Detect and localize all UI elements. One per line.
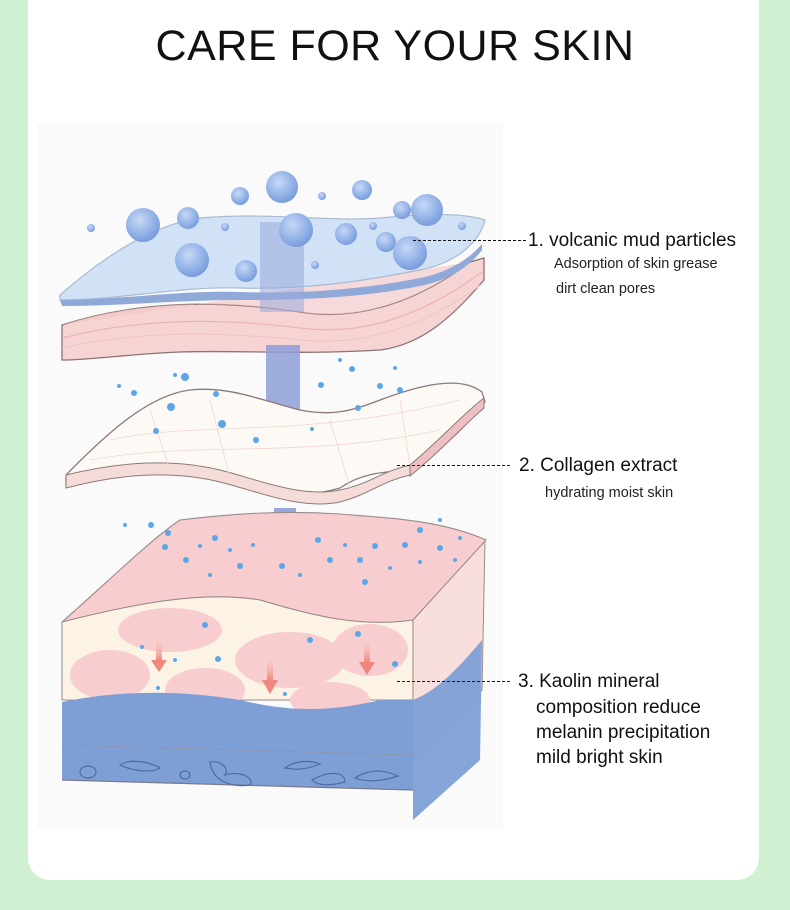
- annotation-1-line-2: dirt clean pores: [556, 281, 656, 297]
- bubble-icon: [87, 171, 466, 282]
- annotation-3-line-1: composition reduce: [536, 697, 701, 718]
- down-arrow-icon: [151, 640, 375, 694]
- leader-line-1: [413, 240, 526, 241]
- page-title: CARE FOR YOUR SKIN: [155, 22, 635, 70]
- annotation-2-heading: 2. Collagen extract: [519, 455, 678, 476]
- skin-cross-section: [61, 511, 487, 820]
- annotation-3-line-2: melanin precipitation: [536, 722, 711, 743]
- annotation-1-line-1: Adsorption of skin grease: [554, 256, 718, 272]
- annotation-3-heading: 3. Kaolin mineral: [518, 671, 660, 692]
- annotation-3-line-3: mild bright skin: [536, 747, 663, 768]
- leader-line-2: [397, 465, 510, 466]
- mud-bubble-layer: [59, 171, 486, 312]
- annotation-1-heading: 1. volcanic mud particles: [528, 230, 737, 251]
- leader-line-3: [397, 681, 510, 682]
- droplet-group: [117, 358, 403, 443]
- collagen-sheet: [65, 382, 486, 505]
- annotation-2-line-1: hydrating moist skin: [545, 485, 674, 501]
